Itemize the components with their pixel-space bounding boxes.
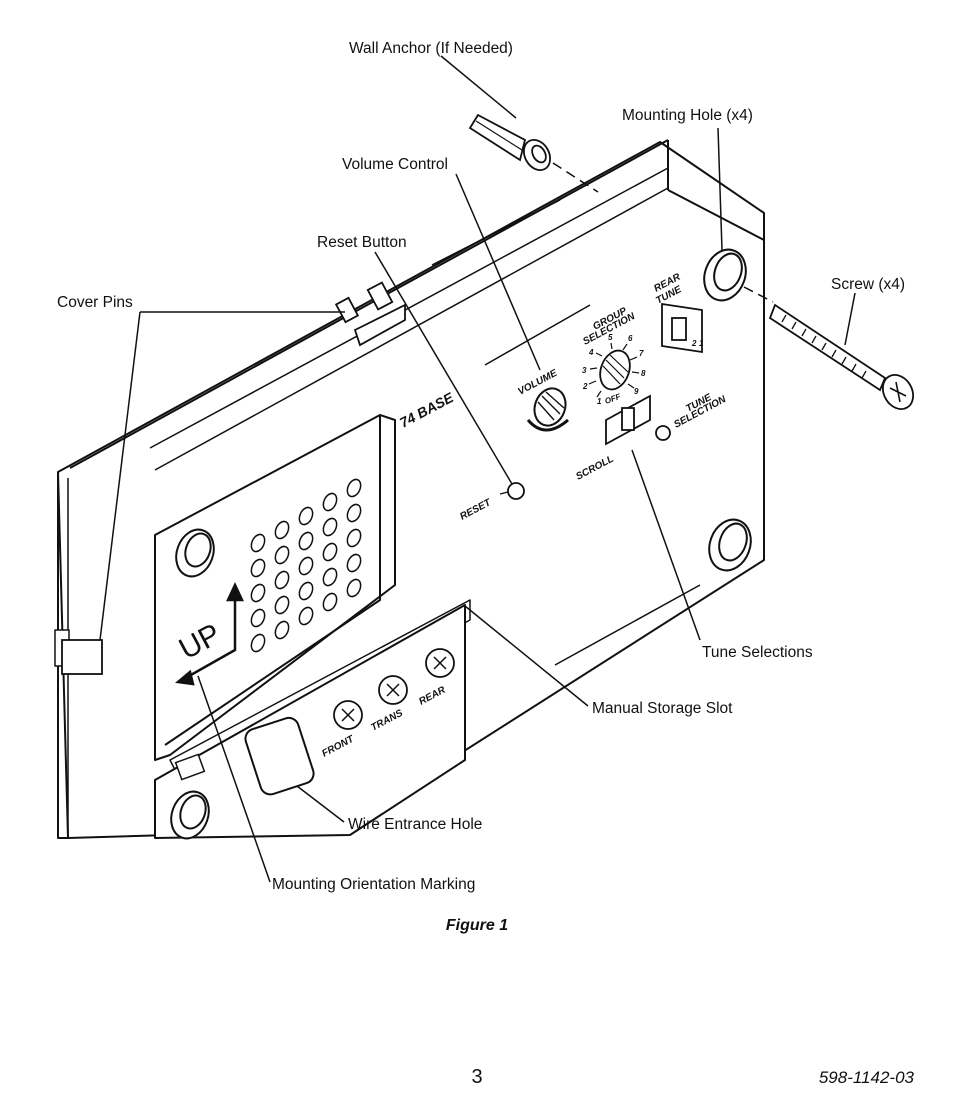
dial-number: 3: [582, 366, 587, 375]
dial-number: 7: [639, 349, 644, 358]
callout-tune-selections: Tune Selections: [702, 644, 813, 661]
mounting-holes: [170, 248, 752, 840]
wall-anchor: [468, 113, 552, 171]
dial-number: 4: [588, 348, 594, 357]
callout-mounting-hole: Mounting Hole (x4): [622, 107, 753, 124]
speaker-grille: [250, 478, 362, 653]
callout-cover-pins: Cover Pins: [57, 294, 133, 311]
callout-mounting-orientation: Mounting Orientation Marking: [272, 876, 475, 893]
callout-wire-entrance-hole: Wire Entrance Hole: [348, 816, 482, 833]
mounting-hole-top-left: [175, 528, 215, 578]
rear-tune-switch: [661, 302, 703, 354]
group-selection-dial: [588, 342, 640, 398]
callout-wall-anchor: Wall Anchor (If Needed): [349, 40, 513, 57]
terminal-rear: [425, 648, 455, 678]
figure-caption: Figure 1: [445, 917, 509, 934]
callout-volume-control: Volume Control: [342, 156, 448, 173]
cover-pin-left: [61, 639, 103, 675]
leader-lines: [99, 55, 856, 883]
switch-pos-1: 1: [699, 339, 704, 348]
switch-pos-2: 2: [691, 339, 697, 348]
terminal-screws: [333, 648, 455, 730]
dial-numbers: 1 2 3 4 5 6 7 8 9: [582, 333, 646, 406]
callout-reset-button: Reset Button: [317, 234, 407, 251]
callout-manual-storage-slot: Manual Storage Slot: [592, 700, 733, 717]
mounting-hole-bottom-right: [708, 518, 752, 572]
terminal-trans: [378, 675, 408, 705]
mounting-hole-top-right: [703, 248, 747, 302]
top-rail: [69, 139, 669, 469]
callout-screw: Screw (x4): [831, 276, 905, 293]
dial-number: 9: [634, 387, 639, 396]
reset-button: [507, 482, 525, 500]
up-arrow-marking: [175, 582, 244, 686]
alignment-guides: [552, 162, 774, 303]
page-number: 3: [471, 1066, 483, 1088]
mounting-diagram: 74 BASE VOLUME RESET GROUP SELECTION REA…: [54, 40, 914, 893]
dial-number: 2: [582, 382, 588, 391]
wire-entrance-hole: [244, 716, 315, 796]
speaker-panel: [154, 414, 471, 839]
dial-number: 5: [608, 333, 613, 342]
dial-number: 1: [597, 397, 602, 406]
terminal-front: [333, 700, 363, 730]
mounting-hole-bottom-left: [170, 790, 210, 840]
document-number: 598-1142-03: [818, 1068, 914, 1087]
tune-selection-switch: [605, 394, 671, 446]
volume-knob: [526, 387, 569, 432]
dial-number: 6: [628, 334, 633, 343]
dial-number: 8: [641, 369, 646, 378]
screw: [768, 303, 914, 410]
cover-pins: [61, 281, 406, 675]
cover-pin-top: [334, 296, 360, 324]
